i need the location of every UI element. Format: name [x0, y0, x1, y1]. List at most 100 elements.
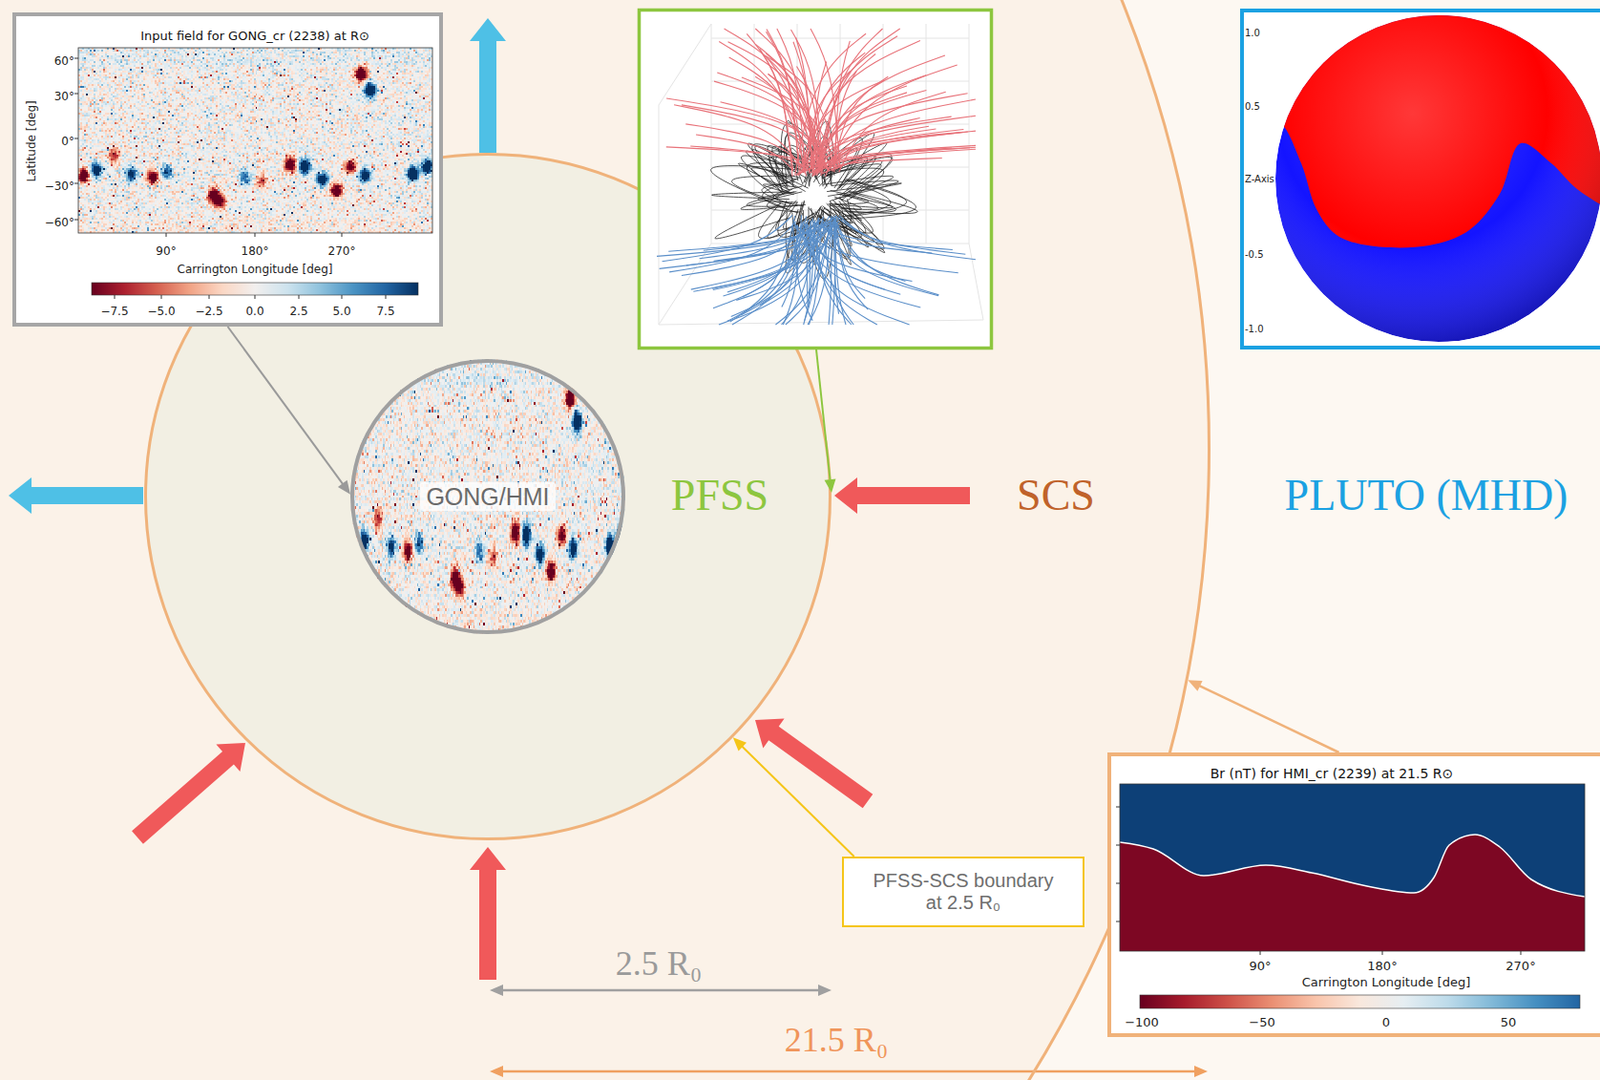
leader-arrowhead — [824, 478, 837, 493]
dimension-line — [499, 989, 822, 992]
negative-polarity — [1119, 834, 1585, 951]
panel-title: Input field for GONG_cr (2238) at R⊙ — [140, 29, 370, 44]
outflow-arrow — [469, 18, 506, 153]
open-field-line — [807, 224, 885, 290]
tick-mark — [114, 294, 116, 299]
text-slot: PLUTO (MHD) — [1284, 470, 1569, 522]
magnetogram-disk — [350, 358, 626, 634]
tick-label: -0.5 — [1244, 249, 1264, 261]
text-slot: 50 — [1500, 1012, 1517, 1031]
tick-mark — [254, 232, 256, 237]
tick-mark — [1520, 950, 1522, 955]
open-field-line — [816, 128, 937, 173]
outflow-arrow — [8, 477, 144, 514]
leader-line — [816, 349, 831, 480]
text-slot: 21.5 R₀ — [784, 1020, 889, 1060]
text-slot: 2.5 — [289, 301, 308, 319]
text-slot: 0° — [61, 131, 75, 149]
text-slot: 0 — [1382, 1012, 1390, 1031]
text-slot: 7.5 — [376, 301, 395, 319]
open-field-line — [828, 224, 832, 325]
tick-label: −7.5 — [100, 305, 128, 319]
tick-label: 50 — [1500, 1015, 1517, 1031]
open-field-line — [836, 216, 966, 254]
tick-mark — [1115, 806, 1120, 808]
tick-label: −60° — [44, 216, 75, 231]
magnetogram-map — [78, 47, 433, 233]
open-field-line — [716, 72, 828, 170]
text-slot: Input field for GONG_cr (2238) at R⊙ — [140, 26, 370, 44]
axis-title: Z-Axis — [1244, 173, 1275, 186]
open-field-line — [834, 222, 846, 325]
tick-mark — [298, 294, 300, 299]
closed-field-line — [715, 203, 791, 239]
tick-mark — [74, 219, 79, 221]
closed-field-line — [830, 168, 885, 201]
text-slot: −60° — [44, 212, 75, 231]
tick-mark — [1382, 950, 1384, 955]
tick-label: 7.5 — [376, 305, 395, 319]
tick-mark — [385, 294, 387, 299]
text-slot: PFSS — [671, 470, 769, 522]
tick-mark — [209, 294, 211, 299]
tick-label: 5.0 — [332, 305, 351, 319]
text-slot: 1.0 — [1244, 22, 1261, 41]
tick-label: 180° — [241, 245, 270, 259]
inflow-arrow — [469, 846, 506, 980]
callout-text: PFSS-SCS boundary at 2.5 R₀ — [863, 869, 1064, 914]
text-slot: -0.5 — [1244, 244, 1264, 262]
tick-mark — [74, 93, 79, 95]
tick-label: 0.5 — [1244, 101, 1261, 113]
closed-field-line — [819, 174, 833, 189]
photosphere-disk: GONG/HMI — [350, 358, 626, 634]
closed-field-line — [740, 191, 806, 211]
open-field-line — [695, 134, 794, 170]
text-slot: −100 — [1124, 1012, 1159, 1031]
region-boundary — [352, 360, 624, 632]
dimension-arrowhead — [489, 1065, 504, 1077]
tick-label: 0° — [61, 135, 75, 149]
inflow-arrow — [755, 718, 873, 809]
leader-connector — [1187, 679, 1339, 753]
leader-connector — [228, 326, 352, 495]
text-slot: 30° — [54, 86, 75, 105]
tick-mark — [1115, 921, 1120, 923]
tick-label: 90° — [155, 245, 176, 259]
panel-illustration — [12, 12, 443, 327]
text-slot: 90° — [155, 241, 176, 259]
tick-mark — [1115, 844, 1120, 846]
text-slot: −30° — [44, 176, 75, 194]
text-slot: Carrington Longitude [deg] — [1302, 972, 1471, 990]
tick-label: −50 — [1248, 1015, 1275, 1031]
connector-line — [1197, 684, 1339, 753]
connector-line — [228, 326, 345, 486]
open-field-line — [781, 224, 816, 325]
text-slot: 90° — [1248, 956, 1271, 974]
open-field-line — [685, 124, 807, 172]
colorbar — [91, 282, 419, 295]
positive-polarity — [1119, 783, 1585, 951]
open-field-line — [824, 64, 957, 177]
pfss-inset-frame — [639, 10, 992, 349]
text-slot: 270° — [328, 241, 357, 259]
open-field-line — [723, 217, 820, 296]
tick-mark — [254, 294, 256, 299]
panel-title: Br (nT) for HMI_cr (2239) at 21.5 R⊙ — [1210, 765, 1454, 781]
open-field-line — [800, 80, 885, 170]
tick-label: 90° — [1248, 959, 1271, 974]
inflow-arrow — [131, 742, 246, 844]
text-slot: 0.0 — [245, 301, 264, 319]
text-slot: −50 — [1248, 1012, 1275, 1031]
text-slot: GONG/HMI — [420, 482, 555, 512]
text-slot: 2.5 R₀ — [615, 944, 703, 984]
text-slot: −5.0 — [147, 301, 175, 319]
tick-label: 0 — [1382, 1015, 1390, 1031]
open-field-line — [741, 77, 838, 169]
tick-mark — [74, 58, 79, 60]
open-field-line — [798, 115, 976, 176]
region-label: PFSS — [671, 470, 769, 522]
callout-connector — [733, 736, 855, 857]
open-field-line — [821, 148, 976, 174]
connector-line — [740, 744, 855, 857]
